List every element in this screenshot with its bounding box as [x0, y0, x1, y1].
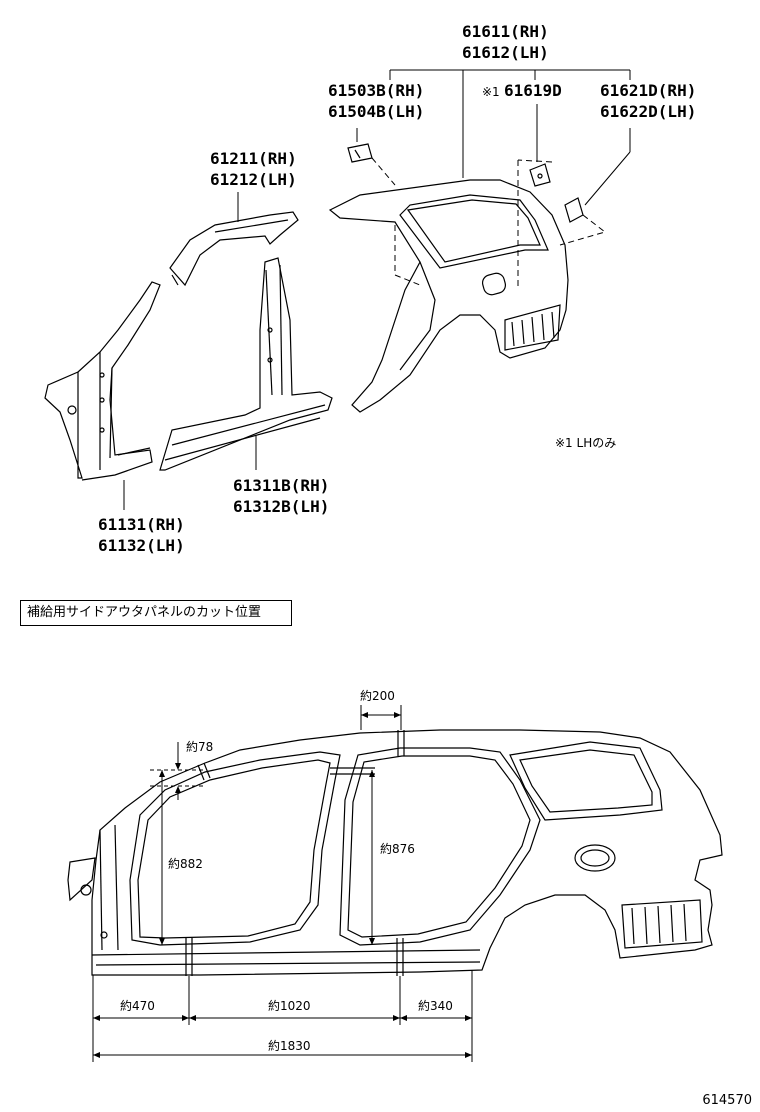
quarter-panel-rh-label: 61611(RH) [462, 22, 549, 41]
dashed-guides [371, 157, 607, 290]
front-pillar-lh-label: 61132(LH) [98, 536, 185, 555]
extension-b-rh-label: 61621D(RH) [600, 81, 696, 100]
side-outer-panel [67, 729, 723, 976]
extension-a-lh-label: 61504B(LH) [328, 102, 424, 121]
dim-1830: 約1830 [268, 1038, 311, 1053]
extension-a-part [347, 143, 373, 163]
extension-b-lh-label: 61622D(LH) [600, 102, 696, 121]
footnote: ※1 LHのみ [555, 436, 616, 450]
dim-470: 約470 [120, 998, 155, 1013]
roof-rail-lh-label: 61212(LH) [210, 170, 297, 189]
roof-rail-rh-label: 61211(RH) [210, 149, 297, 168]
leader-lines [123, 69, 631, 510]
extension-b-part [564, 197, 584, 223]
bracket-part [529, 163, 551, 187]
rocker-part [159, 257, 333, 471]
arrow-heads [93, 712, 472, 1058]
rocker-lh-label: 61312B(LH) [233, 497, 329, 516]
dim-1020: 約1020 [268, 998, 311, 1013]
dim-78: 約78 [186, 739, 213, 754]
dim-882: 約882 [168, 856, 203, 871]
figure-number: 614570 [702, 1093, 752, 1108]
dim-340: 約340 [418, 998, 453, 1013]
bracket-label: 61619D [504, 81, 562, 100]
section-title: 補給用サイドアウタパネルのカット位置 [20, 600, 292, 626]
dim-876: 約876 [380, 841, 415, 856]
front-pillar-part [44, 281, 161, 481]
dimension-lines [92, 705, 473, 1062]
extension-a-rh-label: 61503B(RH) [328, 81, 424, 100]
dim-200: 約200 [360, 688, 395, 703]
bracket-note-mark: ※1 [482, 85, 500, 99]
front-pillar-rh-label: 61131(RH) [98, 515, 185, 534]
quarter-panel-lh-label: 61612(LH) [462, 43, 549, 62]
cut-marks [185, 730, 405, 976]
roof-rail-part [169, 211, 299, 287]
rocker-rh-label: 61311B(RH) [233, 476, 329, 495]
quarter-panel-part [328, 179, 569, 413]
